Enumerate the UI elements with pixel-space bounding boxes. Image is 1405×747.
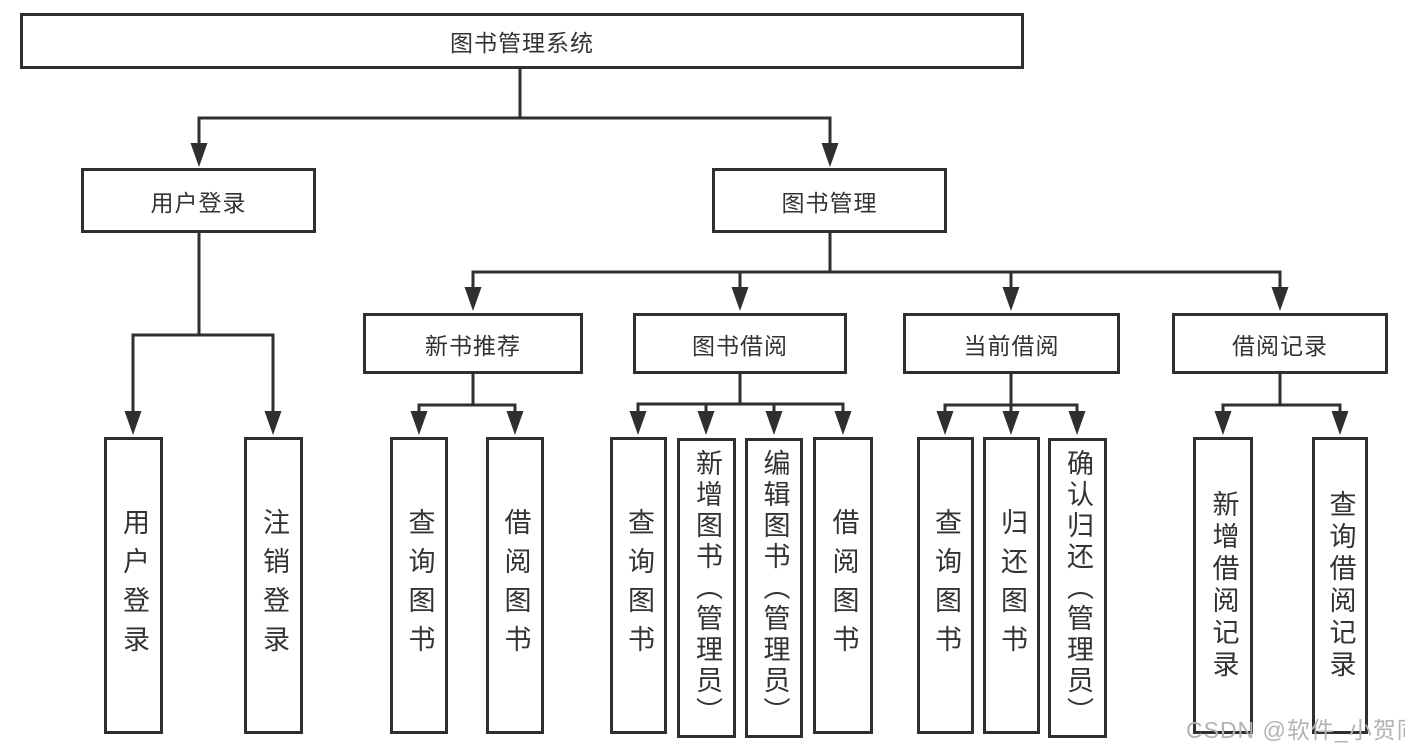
leaf-edit-books-admin-label: 编辑图书（管理员） — [759, 448, 790, 728]
arrow-icon — [629, 411, 647, 435]
node-user-login-label: 用户登录 — [150, 189, 247, 216]
arrow-icon — [834, 411, 852, 435]
csdn-watermark: CSDN @软件_小贺同学 — [1186, 717, 1405, 743]
leaf-user-login-label: 用户登录 — [119, 507, 149, 664]
node-root: 图书管理系统 — [20, 13, 1024, 69]
leaf-confirm-return-admin: 确认归还（管理员） — [1048, 438, 1107, 738]
leaf-query-books-borrow-label: 查询图书 — [624, 507, 654, 664]
node-borrow-record-label: 借阅记录 — [1232, 332, 1328, 359]
arrow-icon — [124, 411, 142, 435]
leaf-add-books-admin: 新增图书（管理员） — [677, 438, 736, 738]
leaf-query-borrow-record: 查询借阅记录 — [1312, 437, 1368, 734]
connector-line-paths — [131, 64, 1342, 415]
arrow-icon — [936, 411, 954, 435]
connector-arrowheads — [124, 143, 1349, 435]
leaf-user-login: 用户登录 — [104, 437, 163, 734]
leaf-query-borrow-record-label: 查询借阅记录 — [1325, 489, 1356, 682]
leaf-borrow-books-label: 借阅图书 — [828, 507, 859, 664]
arrow-icon — [190, 143, 208, 167]
node-book-borrow: 图书借阅 — [633, 313, 847, 374]
node-book-management: 图书管理 — [712, 168, 947, 233]
arrow-icon — [506, 411, 524, 435]
arrow-icon — [1002, 411, 1020, 435]
leaf-logout-label: 注销登录 — [259, 507, 289, 664]
leaf-add-borrow-record-label: 新增借阅记录 — [1208, 489, 1239, 682]
leaf-query-books-borrow: 查询图书 — [610, 437, 667, 734]
leaf-query-books-recommend: 查询图书 — [390, 437, 448, 734]
arrow-icon — [1271, 287, 1289, 311]
leaf-confirm-return-admin-label: 确认归还（管理员） — [1063, 448, 1093, 728]
connector-bookmgmt-to-level3 — [471, 231, 1282, 291]
arrow-icon — [264, 411, 282, 435]
connector-userlogin-to-leaves — [131, 231, 275, 415]
arrow-icon — [765, 411, 783, 435]
arrow-icon — [731, 287, 749, 311]
leaf-logout: 注销登录 — [244, 437, 303, 734]
leaf-borrow-books-recommend: 借阅图书 — [486, 437, 544, 734]
arrow-icon — [464, 287, 482, 311]
arrow-icon — [1331, 411, 1349, 435]
connector-borrowrecord-to-leaves — [1221, 372, 1342, 415]
arrow-icon — [1068, 411, 1086, 435]
arrow-icon — [821, 143, 839, 167]
arrow-icon — [1214, 411, 1232, 435]
node-book-management-label: 图书管理 — [781, 189, 878, 216]
node-current-borrow-label: 当前借阅 — [963, 332, 1060, 359]
connector-newbookrec-to-leaves — [417, 372, 517, 415]
leaf-return-books: 归还图书 — [983, 437, 1040, 734]
arrow-icon — [410, 411, 428, 435]
node-new-book-recommend: 新书推荐 — [363, 313, 583, 374]
arrow-icon — [697, 411, 715, 435]
leaf-query-books-recommend-label: 查询图书 — [404, 507, 435, 664]
leaf-borrow-books-recommend-label: 借阅图书 — [500, 507, 531, 664]
node-borrow-record: 借阅记录 — [1172, 313, 1388, 374]
connector-bookborrow-to-leaves — [636, 372, 845, 415]
arrow-icon — [1002, 287, 1020, 311]
leaf-add-borrow-record: 新增借阅记录 — [1193, 437, 1253, 734]
leaf-return-books-label: 归还图书 — [997, 507, 1027, 664]
node-user-login: 用户登录 — [81, 168, 316, 233]
node-new-book-recommend-label: 新书推荐 — [425, 332, 521, 359]
leaf-query-books-current-label: 查询图书 — [931, 507, 961, 664]
leaf-query-books-current: 查询图书 — [917, 437, 974, 734]
node-root-label: 图书管理系统 — [450, 30, 594, 56]
leaf-borrow-books: 借阅图书 — [813, 437, 873, 734]
connector-root-to-level2 — [197, 64, 832, 146]
leaf-add-books-admin-label: 新增图书（管理员） — [692, 448, 722, 728]
node-book-borrow-label: 图书借阅 — [692, 332, 788, 359]
leaf-edit-books-admin: 编辑图书（管理员） — [745, 438, 803, 738]
connector-currentborrow-to-leaves — [943, 372, 1079, 415]
node-current-borrow: 当前借阅 — [903, 313, 1120, 374]
